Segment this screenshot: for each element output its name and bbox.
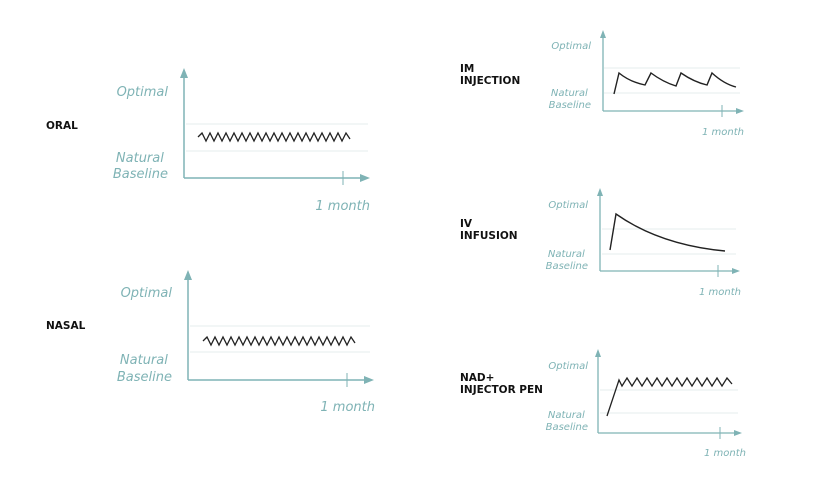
label-optimal: Optimal — [117, 85, 169, 100]
route-label-pen: NAD+ INJECTOR PEN — [460, 372, 543, 396]
label-baseline-line1: Natural — [548, 410, 585, 421]
concentration-curve — [197, 131, 351, 143]
label-time: 1 month — [320, 400, 375, 415]
route-label-oral: ORAL — [46, 120, 78, 132]
label-optimal: Optimal — [548, 200, 588, 211]
y-axis-arrow — [184, 270, 192, 280]
label-time: 1 month — [699, 287, 741, 298]
x-axis-arrow — [736, 108, 744, 114]
route-label-nasal: NASAL — [46, 320, 86, 332]
route-label-iv: IV INFUSION — [460, 218, 518, 242]
x-axis-arrow — [732, 268, 740, 274]
y-axis-arrow — [595, 349, 601, 357]
label-baseline: Natural Baseline — [546, 249, 588, 272]
label-time: 1 month — [704, 448, 746, 459]
label-baseline-line2: Baseline — [117, 370, 172, 385]
y-axis-arrow — [180, 68, 188, 78]
y-axis-arrow — [600, 30, 606, 38]
concentration-curve — [606, 376, 733, 417]
label-baseline-line1: Natural — [120, 353, 168, 368]
x-axis-arrow — [360, 174, 370, 182]
route-label-im: IM INJECTION — [460, 63, 521, 87]
label-baseline-line2: Baseline — [546, 261, 588, 272]
label-baseline: Natural Baseline — [113, 151, 168, 182]
label-baseline-line1: Natural — [551, 88, 588, 99]
concentration-curve — [613, 71, 737, 95]
label-time: 1 month — [702, 127, 744, 138]
concentration-curve — [609, 212, 726, 252]
label-baseline: Natural Baseline — [546, 410, 588, 433]
x-axis-arrow — [734, 430, 742, 436]
label-baseline-line2: Baseline — [113, 167, 168, 182]
y-axis-arrow — [597, 188, 603, 196]
label-baseline-line1: Natural — [116, 151, 164, 166]
label-optimal: Optimal — [121, 286, 173, 301]
label-baseline-line2: Baseline — [546, 422, 588, 433]
label-baseline-line1: Natural — [548, 249, 585, 260]
label-optimal: Optimal — [551, 41, 591, 52]
x-axis-arrow — [364, 376, 374, 384]
label-baseline: Natural Baseline — [549, 88, 591, 111]
label-baseline: Natural Baseline — [117, 353, 172, 385]
concentration-curve — [202, 335, 356, 347]
label-baseline-line2: Baseline — [549, 100, 591, 111]
label-optimal: Optimal — [548, 361, 588, 372]
label-time: 1 month — [315, 199, 370, 214]
